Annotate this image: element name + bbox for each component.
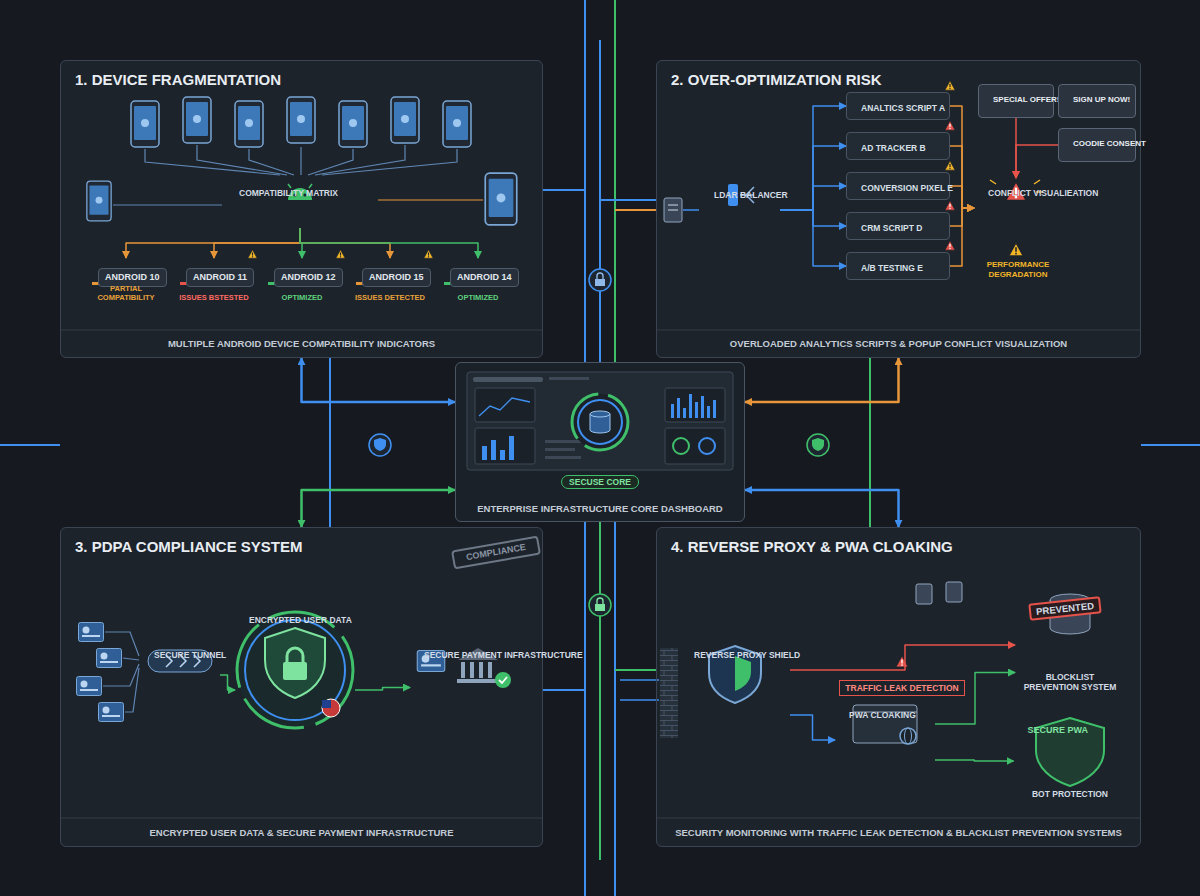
node-text: ANDROID 15	[362, 268, 431, 287]
node-text: AD TRACKER B	[861, 143, 926, 153]
icon-node: ENCRYPTED USER DATA	[235, 605, 355, 775]
node-text: SIGN UP NOW!	[1073, 95, 1130, 105]
connector	[950, 146, 974, 208]
node-text: PWA CLOAKING	[849, 710, 916, 720]
icon-node: PWA CLOAKING	[835, 700, 935, 780]
node-subtext: BLOCKLIST PREVENTION SYSTEM	[1021, 672, 1119, 692]
connector	[1016, 145, 1058, 178]
version-badge: ANDROID 15 ISSUES DETECTED	[348, 258, 432, 310]
node-text: SECURE PWA	[1028, 725, 1080, 736]
connector	[745, 358, 899, 402]
node-subtext: OVERLOADED ANALYTICS SCRIPTS & POPUP CON…	[663, 338, 1134, 349]
node-text: 3. PDPA COMPLIANCE SYSTEM	[75, 538, 303, 556]
node-text: SECURE TUNNEL	[154, 650, 226, 660]
node-subtext: OPTIMIZED	[442, 293, 514, 302]
version-badge: ANDROID 10PARTIAL COMPATIBILITY	[84, 258, 168, 310]
warning-label: PERFORMANCE DEGRADATION	[972, 260, 1064, 279]
connector	[220, 675, 235, 690]
node-text: 1. DEVICE FRAGMENTATION	[75, 71, 281, 89]
node-text: CONFLICT VISUALIEATION	[988, 188, 1098, 198]
connector	[780, 186, 846, 210]
node-subtext: MULTIPLE ANDROID DEVICE COMPATIBILITY IN…	[67, 338, 536, 349]
connector	[214, 228, 300, 258]
script-box: A/B TESTING E	[846, 252, 950, 280]
node-text: ANDROID 10	[98, 268, 167, 287]
connector	[790, 645, 1015, 670]
node-text: CONVERSION PIXEL E	[861, 183, 953, 193]
connector	[780, 146, 846, 210]
node-subtext: OPTIMIZED	[266, 293, 338, 302]
icon-node: SECURE PWA BOT PROTECTION	[1014, 715, 1127, 807]
node-text: 2. OVER-OPTIMIZATION RISK	[671, 71, 882, 89]
node-text: ANDROID 14	[450, 268, 519, 287]
icon-node: REVERSE PROXY SHIELD	[680, 640, 790, 740]
connector	[302, 490, 456, 527]
node-subtext: ENTERPRISE INFRASTRUCTURE CORE DASHBOARD	[460, 503, 740, 514]
node-text: ANDROID 12	[274, 268, 343, 287]
dashboard-panel: SECUSE CORE ENTERPRISE INFRASTRUCTURE COR…	[455, 362, 745, 522]
icon-node: CONFLICT VISUALIEATION	[974, 178, 1058, 238]
connector	[300, 228, 478, 258]
icon-node: SECURE TUNNEL	[140, 640, 220, 710]
node-text: SECURE PAYMENT INFRASTRUCTURE	[424, 650, 583, 660]
connector	[935, 760, 1014, 761]
connector	[950, 208, 974, 266]
section-panel: 3. PDPA COMPLIANCE SYSTEM ENCRYPTED USER …	[60, 527, 543, 847]
section-panel: 2. OVER-OPTIMIZATION RISK OVERLOADED ANAL…	[656, 60, 1141, 358]
connector	[780, 106, 846, 210]
connector	[355, 688, 410, 691]
node-text: ANALTICS SCRIPT A	[861, 103, 945, 113]
connector	[780, 210, 846, 266]
version-badge: ANDROID 11 ISSUES BSTESTED	[172, 258, 256, 310]
script-box: ANALTICS SCRIPT A	[846, 92, 950, 120]
node-subtext: PARTIAL COMPATIBILITY	[90, 284, 162, 302]
script-box: CONVERSION PIXEL E	[846, 172, 950, 200]
icon-node: COMPATIBILITY MATRIX	[225, 178, 375, 228]
edge-label: TRAFFIC LEAK DETECTION	[839, 680, 964, 696]
node-text: A/B TESTING E	[861, 263, 923, 273]
node-text: CRM SCRIPT D	[861, 223, 922, 233]
node-text: PREVENTED	[1028, 596, 1102, 621]
node-subtext: ISSUES DETECTED	[354, 293, 426, 302]
icon-node: SECURE PAYMENT INFRASTRUCTURE	[410, 640, 520, 735]
node-text: COMPATIBILITY MATRIX	[239, 188, 338, 198]
icon-node: LDAR BALANCER	[700, 180, 780, 240]
connector	[950, 106, 974, 208]
node-text: SECUSE CORE	[561, 475, 639, 489]
script-box: AD TRACKER B	[846, 132, 950, 160]
node-text: COODIE CONSENT	[1073, 139, 1146, 149]
version-badge: ANDROID 12 OPTIMIZED	[260, 258, 344, 310]
connector	[950, 186, 974, 208]
node-text: REVERSE PROXY SHIELD	[694, 650, 800, 660]
script-box: CRM SCRIPT D	[846, 212, 950, 240]
section-panel: 1. DEVICE FRAGMENTATION MULTIPLE ANDROID …	[60, 60, 543, 358]
connector	[302, 358, 456, 402]
connector	[126, 228, 300, 258]
node-subtext: ISSUES BSTESTED	[178, 293, 250, 302]
node-subtext: BOT PROTECTION	[1020, 789, 1121, 799]
icon-node: PREVENTED BLOCKLIST PREVENTION SYSTEM	[1015, 590, 1125, 700]
popup-box: SIGN UP NOW!	[1058, 84, 1136, 118]
node-text: ENCRYPTED USER DATA	[249, 615, 352, 625]
node-text: SPECIAL OFFER!	[993, 95, 1060, 105]
popup-box: COODIE CONSENT	[1058, 128, 1136, 162]
node-text: LDAR BALANCER	[714, 190, 788, 200]
connector	[745, 490, 899, 527]
connector	[790, 715, 835, 740]
node-text: ANDROID 11	[186, 268, 254, 287]
node-text: 4. REVERSE PROXY & PWA CLOAKING	[671, 538, 953, 556]
node-subtext: ENCRYPTED USER DATA & SECURE PAYMENT INF…	[67, 827, 536, 838]
version-badge: ANDROID 14 OPTIMIZED	[436, 258, 520, 310]
node-subtext: SECURITY MONITORING WITH TRAFFIC LEAK DE…	[663, 827, 1134, 838]
popup-box: SPECIAL OFFER!	[978, 84, 1054, 118]
